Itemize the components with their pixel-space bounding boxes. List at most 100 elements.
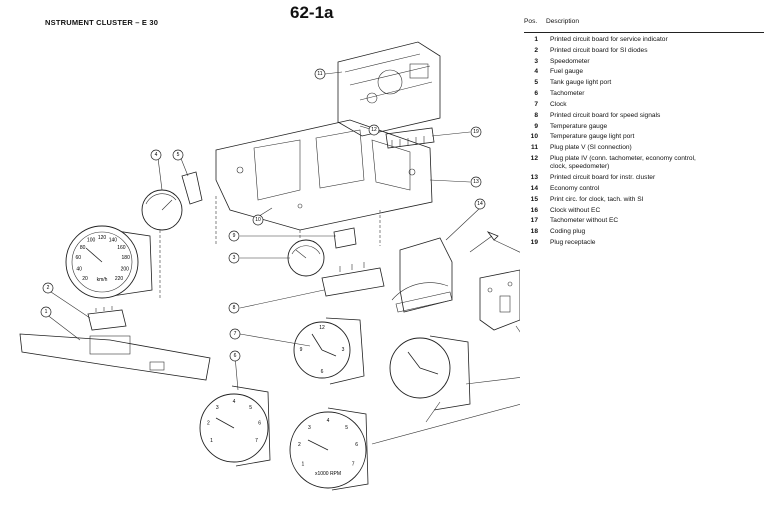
part-description: Tank gauge light port (550, 79, 612, 87)
clock: 12 3 6 9 (293, 317, 365, 385)
tachometer-number: 7 (255, 438, 258, 444)
speedometer-number: 100 (87, 238, 96, 244)
part-description: Fuel gauge (550, 68, 583, 76)
clock-without-ec (389, 335, 471, 411)
part-pos: 7 (534, 100, 538, 108)
clock-tach-circuit (479, 269, 520, 331)
description-column-header: Description (546, 18, 579, 25)
clock-6: 6 (321, 369, 324, 375)
part-description: Clock without EC (550, 206, 601, 214)
svg-text:11: 11 (317, 71, 322, 77)
part-description: Tachometer (550, 90, 585, 98)
part-description: Plug plate V (SI connection) (550, 144, 632, 152)
parts-list-header: Pos. Description (524, 18, 764, 33)
speedometer-number: 120 (98, 235, 107, 241)
svg-text:6: 6 (234, 353, 237, 359)
part-row: 13 Printed circuit board for instr. clust… (524, 174, 764, 182)
tachometer-number: 3 (308, 425, 311, 431)
parts-list-rows: 1 Printed circuit board for service indic… (524, 36, 764, 247)
part-row: 5 Tank gauge light port (524, 79, 764, 87)
tachometer-number: 3 (216, 405, 219, 411)
part-description: Printed circuit board for service indica… (550, 36, 668, 43)
part-row: 11 Plug plate V (SI connection) (524, 144, 764, 152)
part-pos: 13 (530, 174, 538, 182)
part-pos: 5 (534, 79, 538, 87)
part-row: 16 Clock without EC (524, 207, 764, 215)
tachometer-number: 6 (355, 442, 358, 448)
part-row: 1 Printed circuit board for service indic… (524, 36, 764, 44)
part-pos: 16 (530, 206, 538, 214)
svg-text:10: 10 (255, 217, 261, 223)
tachometer-number: 7 (352, 462, 355, 468)
temperature-gauge (287, 239, 325, 277)
si-diode-board (87, 306, 127, 331)
part-pos: 2 (534, 46, 538, 54)
callout-19: 19 (470, 126, 482, 138)
callout-7: 7 (229, 328, 241, 340)
speedometer-number: 180 (122, 255, 131, 261)
part-pos: 15 (530, 195, 538, 203)
part-pos: 12 (530, 155, 538, 163)
tachometer-number: 2 (298, 442, 301, 448)
svg-text:13: 13 (473, 179, 479, 185)
part-pos: 17 (530, 217, 538, 225)
tachometer-number: 4 (233, 399, 236, 405)
callout-10: 10 (252, 214, 264, 226)
svg-text:12: 12 (371, 127, 377, 133)
tank-light-port (181, 171, 203, 205)
part-pos: 1 (534, 36, 538, 43)
tachometer-number: 6 (258, 421, 261, 427)
service-indicator-board (19, 333, 211, 381)
callout-8: 8 (228, 302, 240, 314)
part-pos: 9 (534, 122, 538, 130)
page-code: 62-1a (290, 3, 334, 22)
part-pos: 11 (531, 144, 538, 152)
pos-column-header: Pos. (524, 18, 538, 25)
speedometer-number: 40 (76, 266, 82, 272)
svg-text:14: 14 (477, 201, 483, 207)
svg-text:8: 8 (233, 305, 236, 311)
tachometer-number: 5 (345, 425, 348, 431)
part-row: 8 Printed circuit board for speed signals (524, 112, 764, 120)
part-description: Printed circuit board for speed signals (550, 111, 661, 119)
part-pos: 8 (534, 111, 538, 119)
part-row: 17 Tachometer without EC (524, 217, 764, 225)
tachometer-number: 4 (327, 418, 330, 424)
callout-3: 3 (228, 252, 240, 264)
part-description: Printed circuit board for instr. cluster (550, 174, 656, 182)
part-pos: 14 (530, 185, 538, 192)
economy-control (391, 231, 499, 313)
part-pos: 19 (530, 239, 538, 247)
callout-12: 12 (368, 124, 380, 136)
part-description: Tachometer without EC (550, 217, 619, 225)
tachometer-number: 1 (302, 462, 305, 468)
svg-text:19: 19 (473, 129, 479, 135)
part-description: Coding plug (550, 228, 586, 236)
speedometer-number: 140 (109, 238, 118, 244)
callout-11: 11 (314, 68, 326, 80)
callout-2: 2 (42, 282, 54, 294)
part-pos: 18 (530, 228, 538, 236)
part-pos: 10 (530, 133, 538, 141)
clock-9: 9 (300, 347, 303, 353)
speedometer-number: 160 (117, 245, 126, 251)
callout-9: 9 (228, 230, 240, 242)
svg-text:3: 3 (233, 255, 236, 261)
temp-light-port (333, 227, 357, 249)
speedometer-number: 20 (82, 276, 88, 282)
part-description: Plug plate IV (conn. tachometer, economy… (550, 155, 696, 171)
part-pos: 3 (534, 57, 538, 65)
speed-signal-board (321, 262, 385, 297)
callout-14: 14 (474, 198, 486, 210)
svg-text:1: 1 (45, 309, 48, 315)
callout-bubbles: 1 2 3 4 5 6 7 8 9 10 11 12 13 14 15 16 1… (40, 68, 486, 362)
